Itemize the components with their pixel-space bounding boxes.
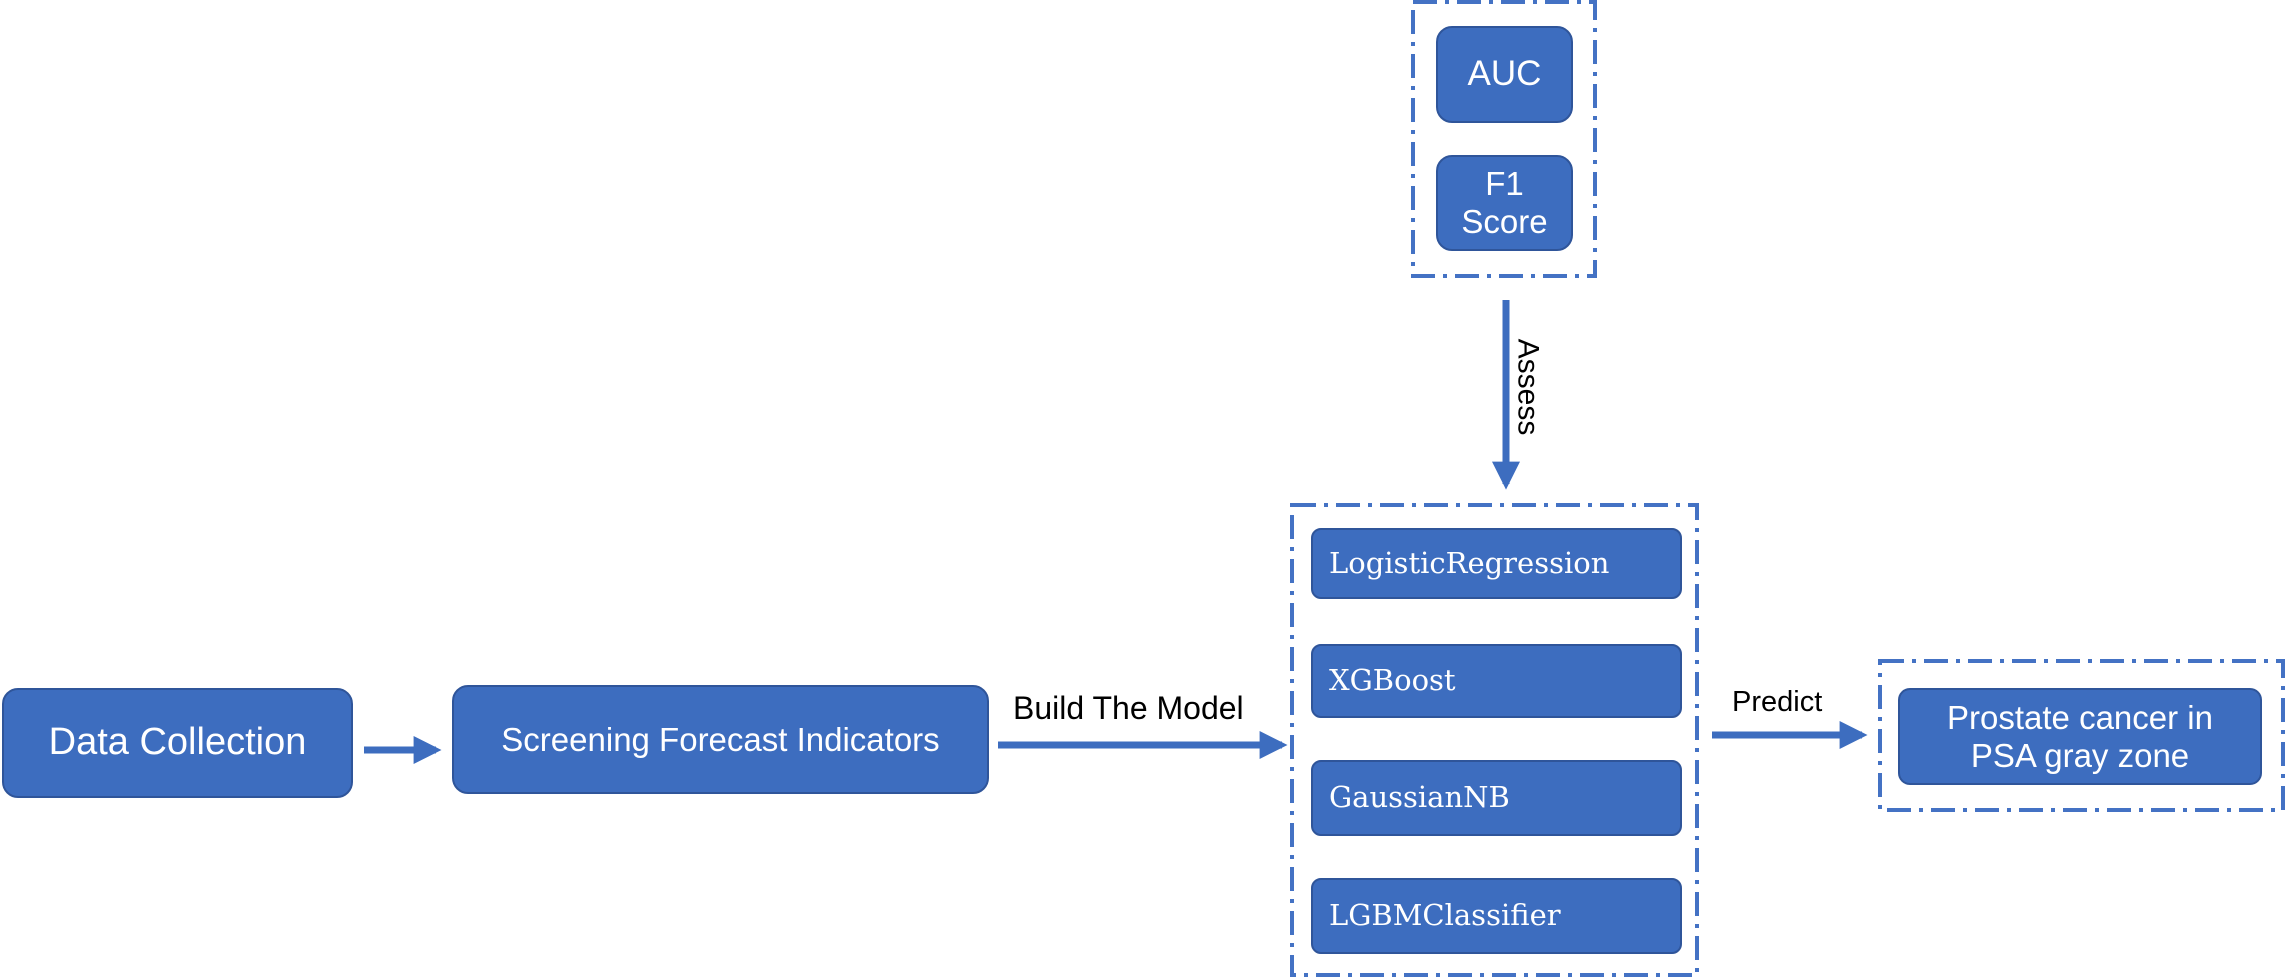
auc-label: AUC — [1467, 54, 1542, 94]
predict-label: Predict — [1732, 686, 1823, 718]
screening-label: Screening Forecast Indicators — [501, 720, 940, 758]
f1-score-node: F1 Score — [1436, 155, 1573, 251]
model-label: LGBMClassifier — [1329, 898, 1561, 933]
f1-label-line1: F1 — [1485, 165, 1524, 203]
model-label: XGBoost — [1329, 663, 1456, 698]
assess-label: Assess — [1511, 338, 1545, 436]
data-collection-label: Data Collection — [48, 721, 307, 764]
model-gaussian-nb: GaussianNB — [1311, 760, 1682, 836]
result-label-line2: PSA gray zone — [1970, 736, 2190, 774]
model-xgboost: XGBoost — [1311, 644, 1682, 718]
model-label: GaussianNB — [1329, 780, 1510, 815]
build-the-model-label: Build The Model — [1013, 690, 1244, 726]
model-label: LogisticRegression — [1329, 545, 1610, 580]
model-lgbm-classifier: LGBMClassifier — [1311, 878, 1682, 954]
metrics-group-frame — [1411, 0, 1597, 278]
models-group-frame — [1290, 503, 1699, 977]
data-collection-node: Data Collection — [2, 688, 353, 798]
prostate-cancer-result-node: Prostate cancer in PSA gray zone — [1898, 688, 2262, 785]
f1-label-line2: Score — [1461, 203, 1548, 240]
model-logistic-regression: LogisticRegression — [1311, 528, 1682, 599]
result-label-line1: Prostate cancer in — [1947, 698, 2213, 736]
result-group-frame — [1878, 659, 2285, 812]
screening-forecast-indicators-node: Screening Forecast Indicators — [452, 685, 989, 794]
auc-node: AUC — [1436, 26, 1573, 123]
